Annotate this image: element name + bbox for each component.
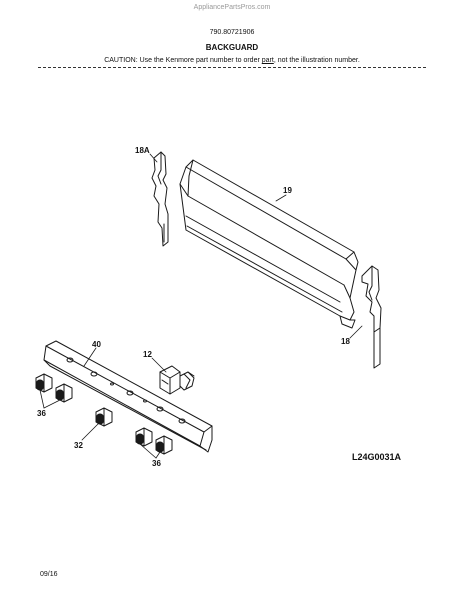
callout-18a: 18A bbox=[135, 146, 150, 155]
knob-36-right-b bbox=[155, 435, 173, 455]
callout-18: 18 bbox=[341, 337, 350, 346]
bracket-18a bbox=[151, 151, 169, 247]
revision-date: 09/16 bbox=[40, 571, 58, 578]
knob-32 bbox=[95, 407, 113, 427]
illustration-code: L24G0031A bbox=[352, 452, 402, 462]
switch-assembly-12 bbox=[159, 365, 195, 395]
header-divider bbox=[38, 67, 426, 68]
leader-lines bbox=[39, 153, 363, 459]
callout-36-right: 36 bbox=[152, 459, 161, 468]
model-number: 790.80721906 bbox=[209, 29, 255, 36]
callout-36-left: 36 bbox=[37, 409, 46, 418]
callout-32: 32 bbox=[74, 441, 83, 450]
control-panel-40 bbox=[43, 340, 213, 453]
knob-36-right-a bbox=[135, 427, 153, 447]
backguard-panel-19 bbox=[179, 159, 359, 329]
callout-12: 12 bbox=[143, 350, 152, 359]
bracket-18 bbox=[361, 265, 382, 369]
callout-19: 19 bbox=[283, 186, 292, 195]
callout-40: 40 bbox=[92, 340, 101, 349]
watermark: AppliancePartsPros.com bbox=[193, 4, 271, 11]
caution-part-link[interactable]: part bbox=[261, 57, 274, 64]
section-title: BACKGUARD bbox=[205, 43, 259, 52]
knob-36-left-a bbox=[35, 373, 53, 393]
caution-prefix: CAUTION: Use the Kenmore part number to … bbox=[104, 57, 262, 64]
caution-text: CAUTION: Use the Kenmore part number to … bbox=[0, 57, 464, 64]
caution-suffix: , not the illustration number. bbox=[273, 57, 360, 64]
knob-36-left-b bbox=[55, 383, 73, 403]
